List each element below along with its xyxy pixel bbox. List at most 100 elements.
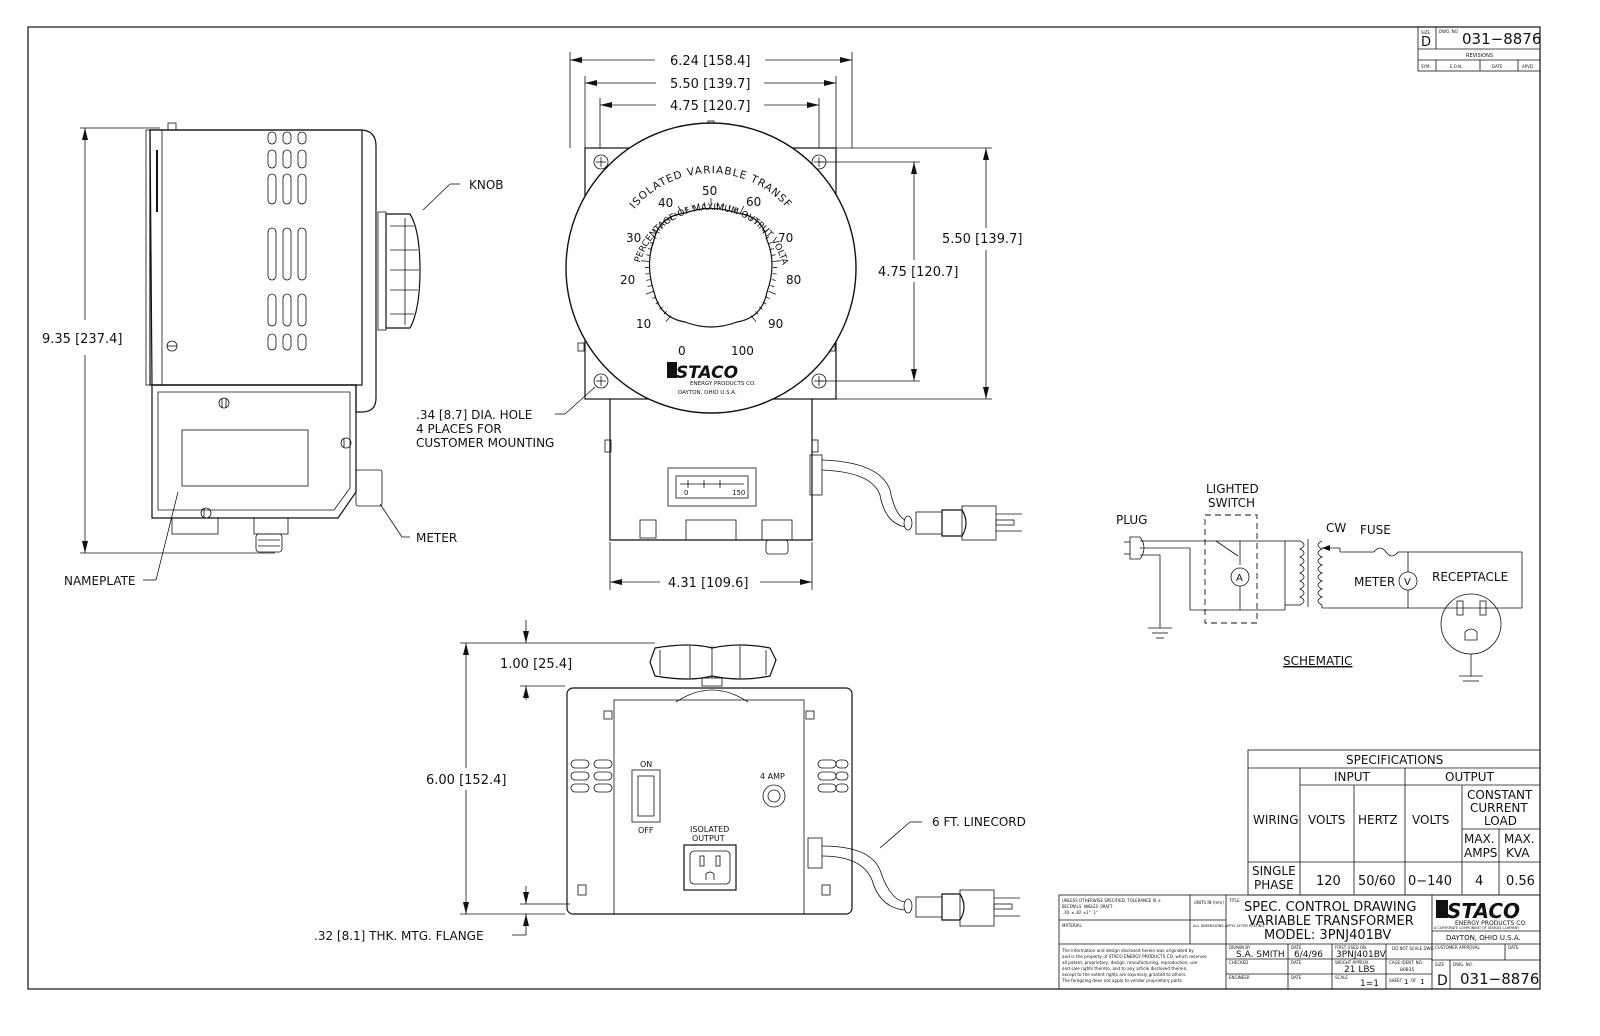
svg-text:.XX ±.02 ±1° 1°: .XX ±.02 ±1° 1° <box>1062 910 1098 915</box>
tb-cage-label: CAGE IDENT. NO. <box>1389 960 1423 965</box>
hole-note-1: .34 [8.7] DIA. HOLE <box>416 408 532 422</box>
dial-tick <box>765 236 770 239</box>
dial-tick <box>652 296 657 299</box>
knob-label: KNOB <box>469 178 504 192</box>
tb-title-1: SPEC. CONTROL DRAWING <box>1244 900 1416 915</box>
dim-1-00: 1.00 [25.4] <box>500 657 572 672</box>
dial-num-0: 0 <box>678 344 686 358</box>
dial-tick <box>739 206 745 214</box>
rev-size-label: SIZE <box>1421 30 1430 35</box>
spec-volts-in: VOLTS <box>1308 813 1345 827</box>
dial-tick <box>645 290 654 295</box>
side-height-dim: 9.35 [237.4] <box>42 332 122 347</box>
tb-prop-5: except to the extent rights are expressl… <box>1062 972 1187 977</box>
dial-brand-logo: STACO <box>676 363 738 383</box>
tb-prop-2: and is the property of STACO ENERGY PROD… <box>1062 954 1207 959</box>
specifications-table: SPECIFICATIONS INPUT OUTPUT WIRING VOLTS… <box>1247 749 1541 896</box>
dial-tick <box>770 248 775 251</box>
dial-num-50: 50 <box>702 184 717 198</box>
dial-num-90: 90 <box>768 317 783 331</box>
dial-tick <box>659 225 664 229</box>
spec-constant: CONSTANT <box>1467 788 1533 802</box>
dial-tick <box>646 279 651 281</box>
dial-tick <box>674 212 678 217</box>
dial-tick <box>677 206 683 214</box>
tb-date-label-2: DATE <box>1291 960 1302 965</box>
spec-wiring: WIRING <box>1253 813 1299 827</box>
dim-4-75-right: 4.75 [120.7] <box>878 265 958 280</box>
tb-scale-label: SCALE <box>1335 975 1348 980</box>
switch-on-label: ON <box>640 760 652 769</box>
tb-sheet: 1 <box>1404 978 1408 986</box>
spec-row-volts-out: 0−140 <box>1408 874 1452 889</box>
svg-text:DECIMALS ANGLES DRAFT: DECIMALS ANGLES DRAFT <box>1062 904 1113 909</box>
spec-load: LOAD <box>1484 814 1517 828</box>
rev-col-sym: SYM. <box>1421 64 1431 69</box>
dial-tick <box>685 206 688 211</box>
output-label-1: ISOLATED <box>690 825 729 834</box>
dial-tick <box>759 306 763 310</box>
dial-tick <box>647 285 652 288</box>
spec-title: SPECIFICATIONS <box>1346 753 1443 767</box>
title-block: UNLESS OTHERWISE SPECIFIED, TOLERANCE IS… <box>1058 894 1541 990</box>
spec-volts-out: VOLTS <box>1412 813 1449 827</box>
hole-note-2: 4 PLACES FOR <box>416 422 502 436</box>
tb-do-not-scale: DO NOT SCALE DWG. <box>1392 946 1435 951</box>
dial-tick <box>768 290 777 295</box>
dial-tick <box>664 220 668 225</box>
dial-tick <box>659 306 663 310</box>
tb-date: 6/4/96 <box>1294 950 1323 960</box>
dial-tick <box>749 216 754 221</box>
dial-tick <box>722 203 725 208</box>
dial-num-10: 10 <box>636 317 651 331</box>
rev-dwg-no: 031−8876 <box>1462 30 1541 48</box>
schematic: PLUG LIGHTED SWITCH CW FUSE METER RECEPT… <box>1116 482 1523 682</box>
fuse-amp-label: 4 AMP <box>760 772 785 781</box>
tb-engineer-label: ENGINEER <box>1229 975 1250 980</box>
switch-off-label: OFF <box>638 826 654 835</box>
rev-col-eon: E.O.N. <box>1450 64 1462 69</box>
tb-dwg-label: DWG. NO. <box>1453 962 1473 967</box>
voltmeter-symbol: V <box>1404 577 1411 588</box>
tb-prop-1: The information and design disclosed her… <box>1061 948 1194 953</box>
revisions-label: REVISIONS <box>1466 53 1493 59</box>
tb-title-2: VARIABLE TRANSFORMER <box>1248 914 1414 929</box>
dial-tick <box>750 315 757 322</box>
dial-tick <box>697 203 700 208</box>
schematic-switch: SWITCH <box>1208 496 1255 510</box>
output-label-2: OUTPUT <box>692 834 725 843</box>
tb-size-label: SIZE <box>1435 962 1444 967</box>
spec-row-volts-in: 120 <box>1316 874 1341 889</box>
tb-cage: 80835 <box>1400 967 1414 973</box>
dial-tick <box>641 260 650 262</box>
tb-title-label: TITLE <box>1228 898 1240 903</box>
tb-scale: 1=1 <box>1360 979 1379 989</box>
dial-tick <box>728 204 731 209</box>
spec-row-wiring-2: PHASE <box>1254 878 1294 892</box>
front-view: 6.00 [152.4] 1.00 [25.4] .32 [8.1] THK. … <box>314 620 1026 943</box>
tb-date-label-4: DATE <box>1508 945 1519 950</box>
spec-max-amps-2: AMPS <box>1464 846 1497 860</box>
tb-weight: 21 LBS <box>1344 965 1375 975</box>
tb-drawn-label: DRAWN BY <box>1229 945 1251 950</box>
tb-drawn-by: S.A. SMITH <box>1236 950 1285 960</box>
tb-date-label: DATE <box>1291 945 1302 950</box>
dial-tick <box>772 260 781 262</box>
dial-tick <box>663 311 667 315</box>
dial-tick <box>665 315 672 322</box>
dial-brand-sub: ENERGY PRODUCTS CO. <box>690 381 756 387</box>
dial-tick <box>755 311 759 315</box>
dial-tick <box>762 301 767 305</box>
hole-note-3: CUSTOMER MOUNTING <box>416 436 554 450</box>
rev-col-date: DATE <box>1492 64 1503 69</box>
spec-max-amps-1: MAX. <box>1464 832 1495 846</box>
spec-row-wiring-1: SINGLE <box>1252 864 1296 878</box>
dial-tick <box>647 248 652 251</box>
tb-checked-label: CHECKED <box>1229 960 1248 965</box>
tb-sheet-label: SHEET <box>1389 978 1403 983</box>
tb-company-div: A CORPORATE COMPONENT OF SENSUS COMPANY <box>1434 926 1520 930</box>
dial-tick <box>765 296 770 299</box>
ammeter-symbol: A <box>1236 573 1243 584</box>
sheet-border <box>27 26 1541 990</box>
dial-tick <box>668 216 673 221</box>
